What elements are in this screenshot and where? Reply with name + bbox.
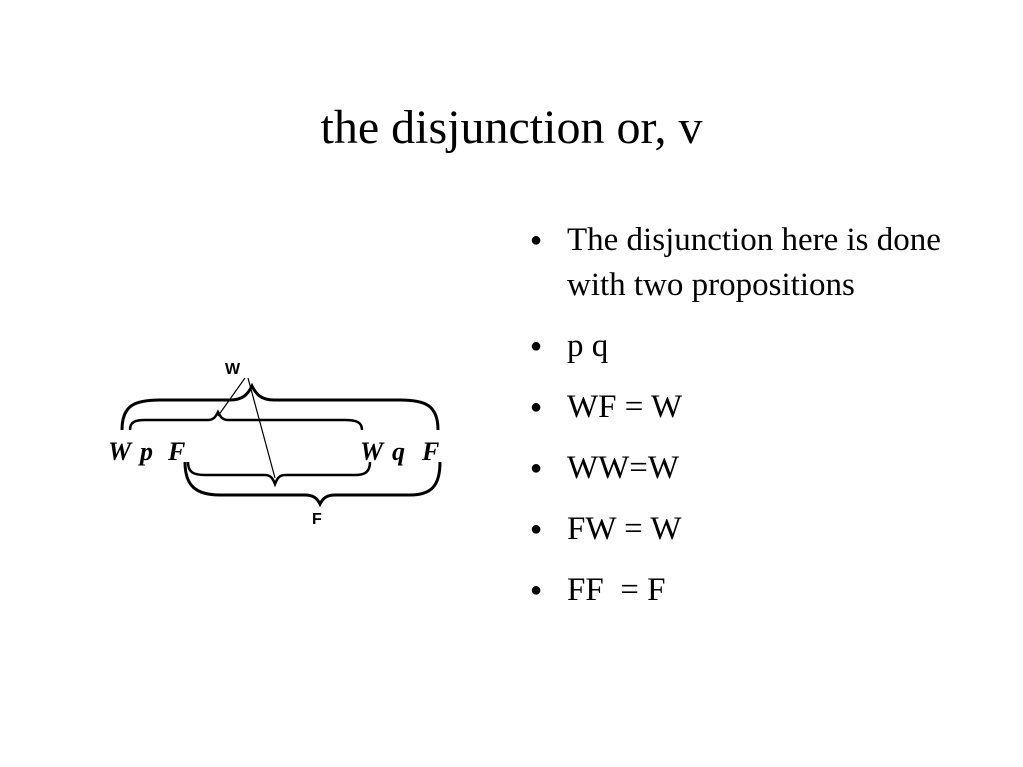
bullet-dot-icon: ●: [530, 579, 543, 601]
top-w-label: W: [225, 361, 241, 378]
bullet-text: FW = W: [567, 511, 682, 547]
right-q-label: q: [392, 437, 405, 466]
bullet-text: WW=W: [567, 450, 680, 486]
bullet-item: ● WW=W: [530, 446, 990, 491]
bullet-dot-icon: ●: [530, 229, 543, 251]
bullet-item: ● FF = F: [530, 568, 990, 613]
bullet-dot-icon: ●: [530, 457, 543, 479]
slide-title: the disjunction or, v: [320, 101, 703, 154]
truth-diagram: W F W p F W q F: [100, 350, 460, 540]
bullet-item: ● WF = W: [530, 385, 990, 430]
inner-bottom-brace: [186, 461, 372, 488]
left-p-label: p: [138, 437, 153, 466]
bullet-text: FF = F: [567, 572, 666, 608]
outer-bottom-brace: [183, 461, 442, 508]
bottom-f-label: F: [312, 511, 322, 528]
left-w-label: W: [108, 437, 133, 466]
bullet-text: p q: [567, 328, 609, 364]
bullet-list: ● The disjunction here is done with two …: [530, 218, 990, 629]
connector-line-left: [217, 377, 246, 417]
bullet-dot-icon: ●: [530, 396, 543, 418]
bullet-dot-icon: ●: [530, 518, 543, 540]
connector-line-right: [247, 377, 276, 479]
bullet-item: ● FW = W: [530, 507, 990, 552]
inner-top-brace: [128, 409, 364, 431]
bullet-item: ● p q: [530, 324, 990, 369]
bullet-text: The disjunction here is done with two pr…: [567, 222, 941, 303]
right-f-label: F: [421, 437, 439, 466]
left-f-label: F: [167, 437, 185, 466]
bullet-item: ● The disjunction here is done with two …: [530, 218, 990, 308]
bullet-dot-icon: ●: [530, 335, 543, 357]
outer-brace: [120, 382, 440, 431]
bullet-text: WF = W: [567, 389, 683, 425]
right-w-label: W: [360, 437, 385, 466]
